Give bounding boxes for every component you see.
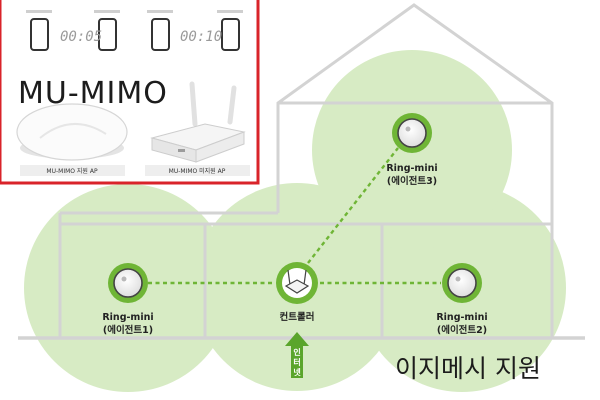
node-agent3: Ring-mini (에이전트3)	[386, 113, 438, 187]
internet-char-1: 인	[293, 347, 300, 357]
easymesh-caption: 이지메시 지원	[395, 354, 541, 383]
phone-icon	[94, 10, 120, 51]
agent3-name: Ring-mini	[386, 163, 437, 174]
timer-left: 00:05	[60, 29, 102, 45]
node-agent2: Ring-mini (에이전트2)	[436, 263, 488, 336]
agent1-role: (에이전트1)	[103, 324, 153, 336]
caption-mu-mimo-ap: MU-MIMO 지원 AP	[46, 167, 98, 175]
agent2-role: (에이전트2)	[437, 324, 487, 336]
mesh-link-controller-agent3	[307, 147, 399, 264]
agent3-role: (에이전트3)	[387, 175, 437, 187]
phone-icon	[217, 10, 243, 51]
internet-arrow: 인 터 넷	[285, 332, 309, 378]
phone-icon	[26, 10, 52, 51]
node-controller: 컨트롤러	[276, 262, 318, 323]
mu-mimo-ap-image	[16, 103, 128, 161]
timer-right: 00:10	[180, 29, 222, 45]
agent1-name: Ring-mini	[102, 312, 153, 323]
router-icon	[284, 269, 310, 294]
internet-char-3: 넷	[293, 367, 301, 377]
node-agent1: Ring-mini (에이전트1)	[102, 263, 154, 336]
house-outline	[18, 3, 585, 340]
mesh-links	[148, 147, 441, 285]
mu-mimo-title: MU-MIMO	[18, 76, 168, 111]
caption-non-mu-mimo-ap: MU-MIMO 미지원 AP	[169, 167, 226, 175]
controller-name: 컨트롤러	[280, 311, 315, 323]
phones-row: 00:05 00:10	[26, 10, 243, 51]
phone-icon	[147, 10, 173, 51]
agent2-name: Ring-mini	[436, 312, 487, 323]
internet-char-2: 터	[293, 357, 300, 367]
mu-mimo-inset: 00:05 00:10 MU-MIMO 지원 AP MU-MIMO 미지원 AP…	[0, 0, 260, 185]
non-mu-mimo-ap-image	[150, 81, 246, 163]
